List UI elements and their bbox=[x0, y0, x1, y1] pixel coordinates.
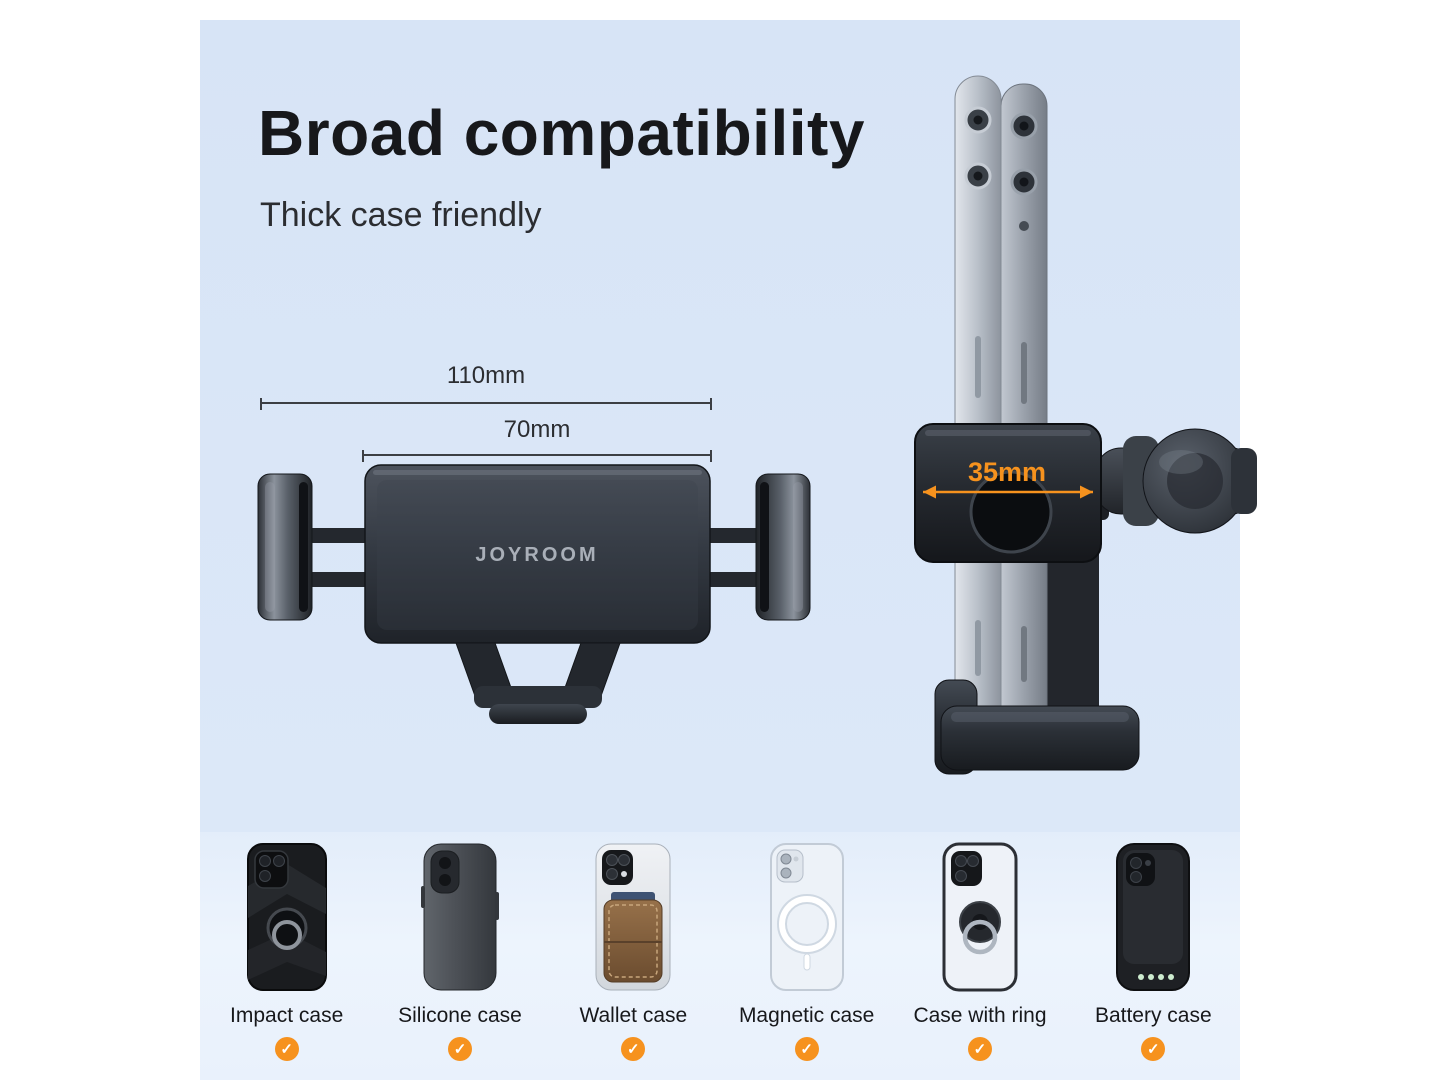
case-label: Magnetic case bbox=[738, 1004, 875, 1027]
case-label: Wallet case bbox=[579, 1004, 688, 1027]
check-icon: ✓ bbox=[621, 1037, 646, 1061]
compatible-cases-strip: Impact case ✓ Si bbox=[200, 840, 1240, 1061]
silicone-case-image bbox=[420, 843, 499, 991]
case-item-impact: Impact case ✓ bbox=[200, 840, 373, 1061]
depth-dimension: 35mm bbox=[923, 457, 1093, 499]
inner-width-dimension-line bbox=[362, 450, 712, 462]
check-icon: ✓ bbox=[794, 1037, 819, 1061]
case-item-wallet: Wallet case ✓ bbox=[547, 840, 720, 1061]
bottom-hook bbox=[934, 679, 1140, 775]
case-label: Silicone case bbox=[398, 1004, 522, 1027]
case-label: Case with ring bbox=[913, 1004, 1047, 1027]
holder-side-view-image: 35mm bbox=[914, 75, 1257, 775]
right-grip-arm bbox=[755, 473, 811, 621]
backplate: JOYROOM bbox=[364, 464, 711, 644]
outer-width-dimension-line bbox=[260, 398, 712, 410]
case-item-battery: Battery case ✓ bbox=[1067, 840, 1240, 1061]
left-grip-arm bbox=[257, 473, 313, 621]
mount-arm bbox=[1091, 428, 1257, 534]
panel-bottom-strip-background bbox=[200, 832, 1240, 1080]
magnetic-case-image bbox=[769, 843, 844, 991]
battery-case-image bbox=[1116, 843, 1191, 991]
side-rails bbox=[305, 528, 763, 587]
check-icon: ✓ bbox=[967, 1037, 992, 1061]
page-title: Broad compatibility bbox=[258, 97, 865, 169]
wallet-case-image bbox=[595, 843, 671, 991]
check-icon: ✓ bbox=[274, 1037, 299, 1061]
depth-dimension-label: 35mm bbox=[968, 457, 1046, 487]
outer-width-dimension-label: 110mm bbox=[446, 362, 526, 389]
ring-case-image bbox=[942, 842, 1018, 992]
holder-front-view-image: JOYROOM bbox=[257, 464, 811, 724]
phone-side-profile bbox=[954, 75, 1048, 767]
case-label: Battery case bbox=[1094, 1004, 1212, 1027]
page-subtitle: Thick case friendly bbox=[260, 196, 542, 234]
case-item-silicone: Silicone case ✓ bbox=[373, 840, 546, 1061]
brand-logo: JOYROOM bbox=[475, 544, 598, 566]
inner-width-dimension-label: 70mm bbox=[503, 416, 571, 443]
case-item-ring: Case with ring ✓ bbox=[893, 840, 1066, 1061]
check-icon: ✓ bbox=[1141, 1037, 1166, 1061]
support-legs bbox=[455, 642, 621, 724]
impact-case-image bbox=[246, 843, 327, 991]
case-item-magnetic: Magnetic case ✓ bbox=[720, 840, 893, 1061]
check-icon: ✓ bbox=[447, 1037, 472, 1061]
case-label: Impact case bbox=[230, 1004, 344, 1027]
